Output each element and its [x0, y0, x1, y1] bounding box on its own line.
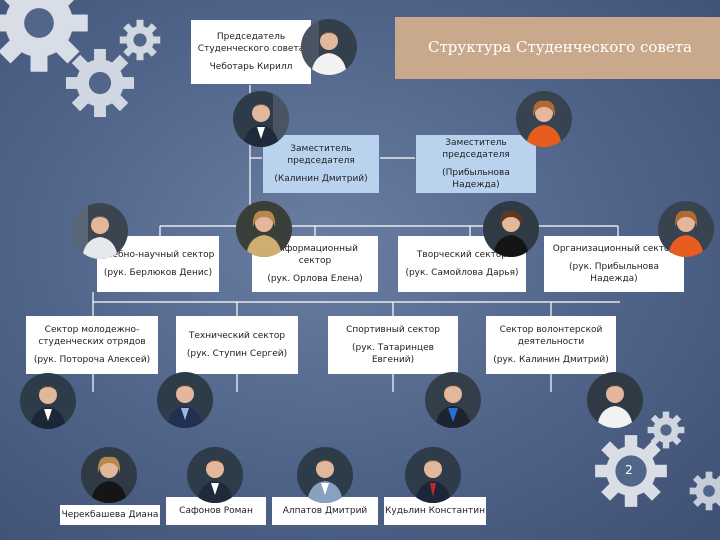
sector-title: Учебно-научный сектор [101, 250, 215, 260]
sector-box: Спортивный сектор (рук. Татаринцев Евген… [328, 316, 458, 374]
sector-title: Сектор волонтерской [499, 325, 603, 335]
sector-title: Сектор молодежно- [44, 325, 140, 335]
sector-box: Сектор молодежно- студенческих отрядов (… [26, 316, 158, 374]
sector-head: (рук. Прибыльнова Надежда) [569, 262, 659, 284]
sector-box: Организационный сектор (рук. Прибыльнова… [544, 236, 684, 292]
sector-title: Спортивный сектор [346, 325, 440, 335]
avatar [81, 447, 137, 503]
avatar [658, 201, 714, 257]
gear-icon [119, 19, 161, 61]
gear-icon [65, 48, 135, 118]
avatar [425, 372, 481, 428]
sector-title: деятельности [517, 337, 585, 347]
page-number: 2 [625, 463, 633, 477]
avatar [405, 447, 461, 503]
deputy-role: председателя [287, 156, 355, 166]
avatar [516, 91, 572, 147]
sector-title: Информационный сектор [271, 244, 359, 266]
page-title: Структура Студенческого совета [428, 38, 692, 56]
sector-head: (рук. Берлюков Денис) [103, 268, 213, 278]
sector-box: Технический сектор (рук. Ступин Сергей) [176, 316, 298, 374]
avatar [157, 372, 213, 428]
deputy-role: председателя [442, 150, 510, 160]
chairman-role: Председатель [216, 32, 286, 42]
gear-icon [595, 435, 667, 507]
avatar [72, 203, 128, 259]
avatar [20, 373, 76, 429]
gear-icon [0, 0, 88, 72]
avatar [236, 201, 292, 257]
chairman-role: Студенческого совета [197, 44, 305, 54]
sector-head: (рук. Потороча Алексей) [33, 355, 151, 365]
deputy-role: Заместитель [290, 144, 352, 154]
chairman-box: Председатель Студенческого совета Чебота… [191, 20, 311, 84]
gear-icon [647, 411, 685, 449]
sector-title: Организационный сектор [552, 244, 676, 254]
avatar [233, 91, 289, 147]
deputy-name: (Прибыльнова Надежда) [442, 168, 510, 190]
avatar [483, 201, 539, 257]
chairman-name: Чеботарь Кирилл [209, 62, 293, 72]
avatar [587, 372, 643, 428]
sector-title: Технический сектор [188, 331, 286, 341]
member-name: Черекбашева Диана [60, 505, 160, 525]
avatar [297, 447, 353, 503]
sector-box: Сектор волонтерской деятельности (рук. К… [486, 316, 616, 374]
avatar [187, 447, 243, 503]
avatar [301, 19, 357, 75]
sector-head: (рук. Калинин Дмитрий) [493, 355, 609, 365]
deputy-role: Заместитель [445, 138, 507, 148]
title-banner [395, 17, 720, 79]
gear-icon [689, 471, 720, 511]
deputy-box-left: Заместитель председателя (Калинин Дмитри… [263, 135, 379, 193]
sector-head: (рук. Орлова Елена) [267, 274, 363, 284]
sector-title: студенческих отрядов [38, 337, 146, 347]
deputy-name: (Калинин Дмитрий) [274, 174, 368, 184]
sector-head: (рук. Ступин Сергей) [186, 349, 288, 359]
sector-title: Творческий сектор [416, 250, 508, 260]
deputy-box-right: Заместитель председателя (Прибыльнова На… [416, 135, 536, 193]
sector-head: (рук. Татаринцев Евгений) [352, 343, 434, 365]
sector-head: (рук. Самойлова Дарья) [405, 268, 519, 278]
